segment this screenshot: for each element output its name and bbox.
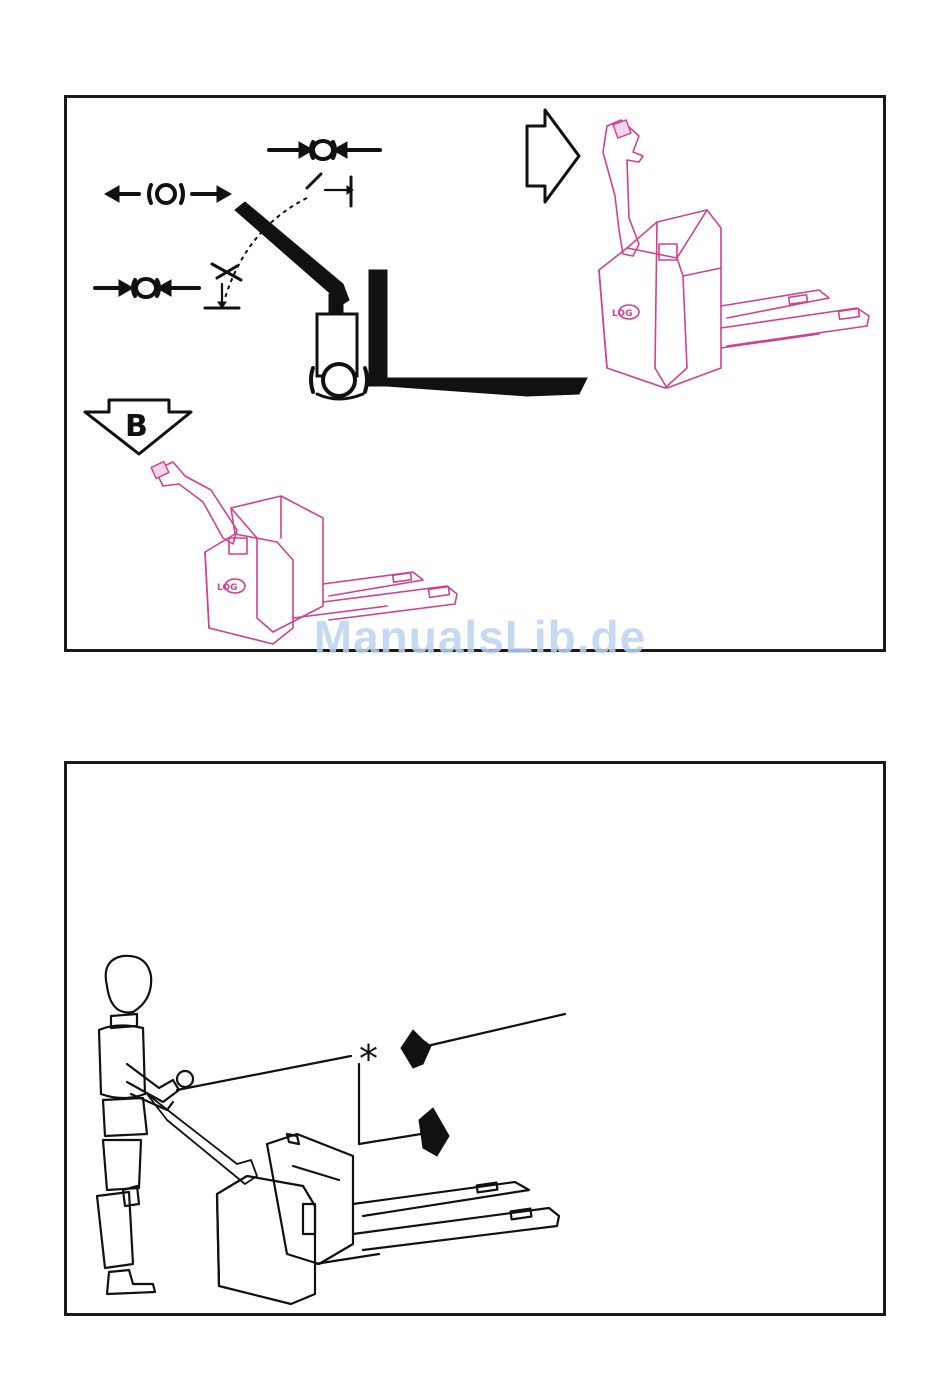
operator-diagram: * (67, 764, 889, 1319)
truck-outline-upright-tiller: LOG (599, 120, 869, 388)
svg-text:*: * (359, 1037, 378, 1081)
brake-released-symbol (105, 185, 231, 203)
option-b-arrow-down: B (85, 400, 191, 454)
next-step-arrow-right (527, 110, 579, 202)
truck-outline-lowered-tiller: LOG (151, 462, 457, 644)
option-b-label: B (125, 409, 148, 444)
operator-figure (97, 956, 193, 1294)
truck-logo-lower: LOG (217, 583, 237, 593)
tiller-diagram: B LOG (67, 98, 889, 655)
figure-panel-tiller-positions: B LOG (64, 95, 886, 652)
pallet-truck-outline (147, 1094, 559, 1304)
figure-panel-operator: * (64, 761, 886, 1316)
brake-applied-symbol-lower (95, 279, 199, 297)
brake-applied-symbol-top (269, 141, 380, 159)
truck-logo-upper: LOG (612, 309, 632, 319)
truck-silhouette (235, 202, 587, 399)
travel-direction-indicator: * (177, 1014, 565, 1156)
